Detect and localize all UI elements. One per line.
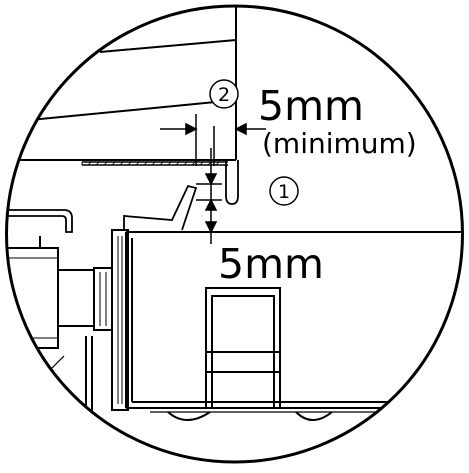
unit-feet xyxy=(167,411,333,421)
gap-top-note: (minimum) xyxy=(262,127,417,160)
dimension-lower-lines xyxy=(204,221,218,234)
marker-1: 1 xyxy=(269,176,299,206)
fan-assembly xyxy=(6,229,129,411)
svg-text:2: 2 xyxy=(218,84,230,106)
spring-clip xyxy=(123,184,198,231)
gap-bottom-label: 5mm xyxy=(218,240,324,288)
drain-housing xyxy=(205,287,281,409)
marker-2: 2 xyxy=(209,79,239,109)
pipe-hook xyxy=(6,209,73,233)
dimension-2-lines xyxy=(160,114,266,166)
gap-top-label: 5mm xyxy=(258,82,364,130)
magnifier-circle xyxy=(5,4,464,464)
ceiling-board xyxy=(81,161,228,166)
side-panel xyxy=(47,336,93,462)
ceiling-panel xyxy=(10,6,237,161)
hanger-hook xyxy=(225,160,239,205)
svg-text:1: 1 xyxy=(278,181,290,203)
